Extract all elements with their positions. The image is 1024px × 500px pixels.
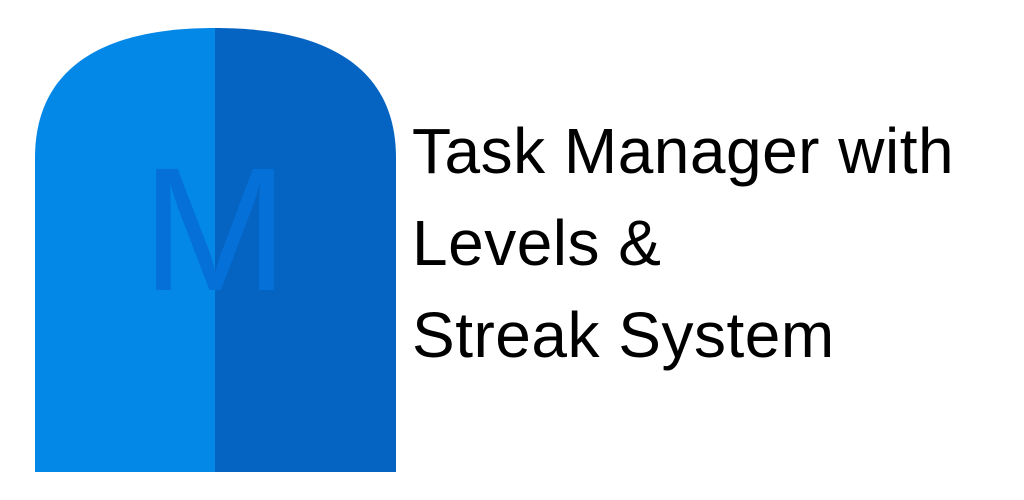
logo-letter: M (142, 132, 289, 328)
logo-tombstone-icon: M (35, 28, 396, 472)
title-line-3: Streak System (412, 299, 835, 371)
title-line-2: Levels & (412, 207, 662, 279)
app-logo: M (35, 28, 396, 472)
logo-right-half (215, 28, 396, 472)
page-title: Task Manager with Levels & Streak System (412, 105, 1012, 381)
title-line-1: Task Manager with (412, 115, 955, 187)
logo-left-half (35, 28, 215, 472)
